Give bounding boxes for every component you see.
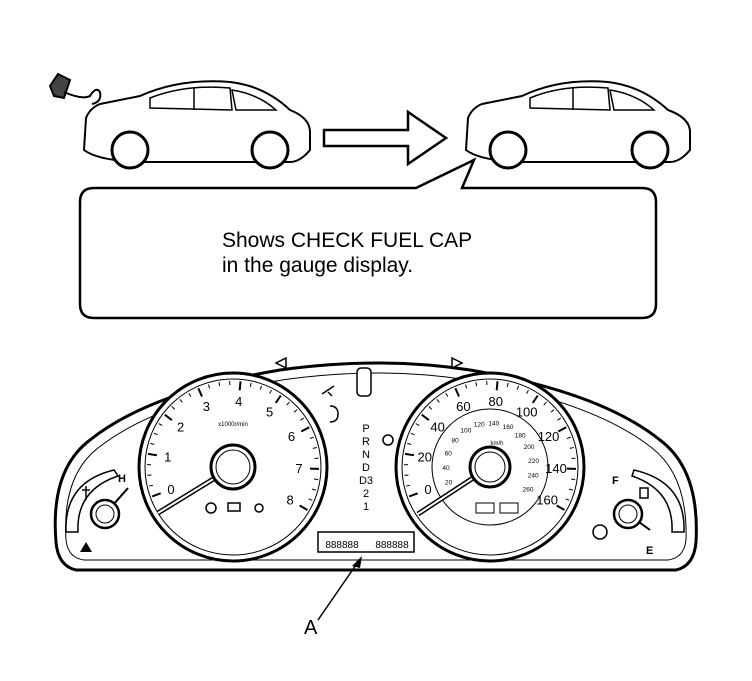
right-turn-signal-icon	[452, 358, 462, 368]
gear-letter: D	[362, 462, 370, 474]
callout-text: Shows CHECK FUEL CAP in the gauge displa…	[222, 228, 472, 278]
tick-label: 160	[503, 424, 514, 431]
gear-letter: 2	[363, 488, 369, 500]
gear-letter: 1	[363, 501, 369, 513]
tick-label: 100	[460, 428, 471, 435]
tachometer-unit-label: x1000r/min	[218, 422, 248, 428]
odometer-segments: 888888	[325, 540, 359, 551]
gear-letter: D3	[359, 475, 373, 487]
speedometer-hub	[470, 447, 510, 487]
tick-mark	[219, 382, 220, 386]
gear-letter: P	[362, 423, 369, 435]
transition-arrow	[324, 112, 446, 164]
tick-label: 260	[523, 486, 534, 493]
temperature-high-label: H	[118, 473, 126, 485]
fuel-hub	[614, 500, 642, 528]
callout-line-1: Shows CHECK FUEL CAP	[222, 228, 472, 253]
gear-letter: N	[362, 449, 370, 461]
tick-label: 80	[451, 437, 459, 444]
tick-label: 240	[528, 473, 539, 480]
left-turn-signal-icon	[276, 358, 286, 368]
tick-label: 3	[203, 399, 210, 414]
tick-label: 8	[287, 493, 294, 508]
tick-label: 0	[167, 482, 174, 497]
speedometer-indicator-box-1	[476, 503, 494, 513]
tick-label: 100	[516, 405, 538, 420]
tick-mark	[148, 454, 157, 455]
tick-mark	[497, 381, 498, 390]
door-open-car-icon	[357, 368, 371, 396]
tick-label: 40	[442, 465, 450, 472]
tachometer-hub	[211, 445, 255, 489]
tick-label: 0	[424, 482, 431, 497]
gear-letter: R	[362, 436, 370, 448]
tick-label: 2	[177, 419, 184, 434]
pointer-label-a: A	[304, 617, 318, 639]
tick-label: 4	[235, 394, 242, 409]
tachometer: 0 1 2 3 4 56 7 8 x1000r/min	[139, 373, 327, 561]
tick-label: 7	[295, 461, 302, 476]
tick-label: 140	[488, 420, 499, 427]
tick-label: 180	[515, 432, 526, 439]
tick-mark	[476, 382, 477, 386]
tick-label: 160	[536, 493, 558, 508]
tick-mark	[240, 381, 241, 390]
tick-label: 1	[164, 450, 171, 465]
tick-label: 40	[430, 419, 444, 434]
tick-label: 120	[538, 429, 560, 444]
tick-label: 80	[489, 394, 503, 409]
tick-label: 60	[445, 450, 453, 457]
tick-label: 6	[288, 429, 295, 444]
tick-label: 140	[545, 461, 567, 476]
tick-mark	[571, 479, 575, 480]
temperature-hub	[91, 500, 119, 528]
tick-label: 60	[456, 399, 470, 414]
tick-label: 200	[524, 444, 535, 451]
speedometer-indicator-box-2	[500, 503, 518, 513]
fuel-empty-label: E	[646, 545, 653, 557]
odometer-display: 888888 888888	[318, 532, 414, 552]
trip-segments: 888888	[375, 540, 409, 551]
tick-label: 5	[266, 405, 273, 420]
fuel-full-label: F	[612, 475, 619, 487]
fuel-nozzle-icon	[50, 74, 100, 104]
callout-line-2: in the gauge display.	[222, 253, 472, 278]
tick-mark	[405, 454, 414, 455]
tick-label: 20	[418, 450, 432, 465]
tick-label: 220	[528, 458, 539, 465]
tick-mark	[314, 479, 318, 480]
tick-label: 120	[474, 422, 485, 429]
tick-label: 20	[445, 479, 453, 486]
